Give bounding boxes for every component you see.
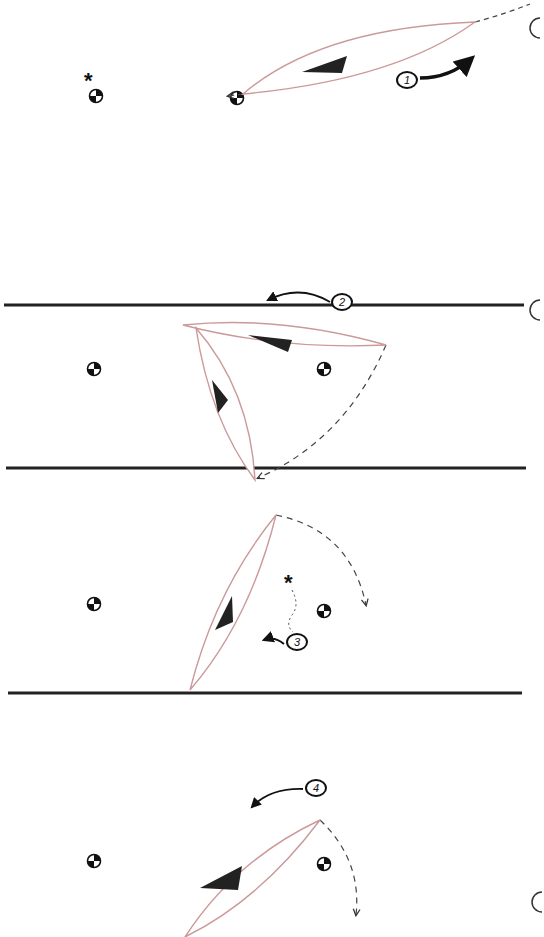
panel-divider <box>6 467 526 470</box>
panel-2 <box>88 292 387 480</box>
callout-number: 1 <box>396 71 418 89</box>
asterisk-mark: * <box>284 572 293 594</box>
panel-divider <box>4 304 524 307</box>
panel-1 <box>90 4 531 105</box>
callout-number: 4 <box>305 779 327 797</box>
asterisk-mark: * <box>84 70 93 92</box>
callout-number: 3 <box>286 633 308 651</box>
callout-number: 2 <box>331 293 353 311</box>
panel-divider <box>8 692 522 695</box>
panel-3 <box>88 515 367 690</box>
panel-4 <box>88 789 357 937</box>
